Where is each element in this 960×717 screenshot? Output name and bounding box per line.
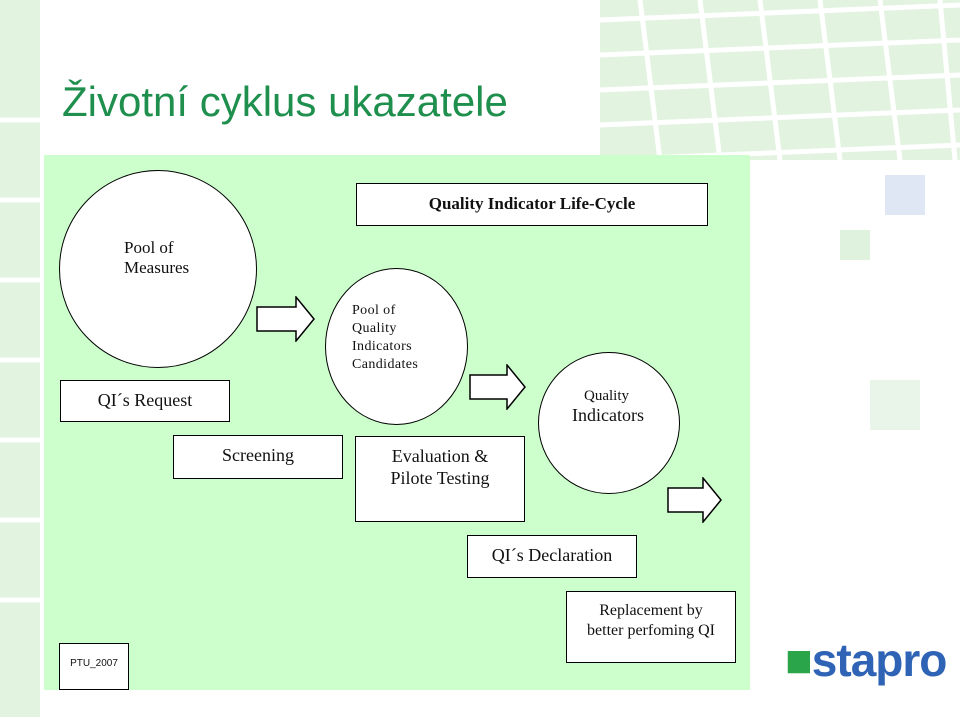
pool-of-measures-circle: [59, 170, 257, 368]
slide-title: Životní cyklus ukazatele: [62, 78, 508, 125]
candidates-circle: [325, 268, 468, 425]
logo-mark-icon: ■: [785, 634, 813, 686]
diagram-header: Quality Indicator Life-Cycle: [356, 183, 708, 226]
pool-of-measures-label: Pool of Measures: [124, 238, 190, 278]
arrow-3-icon: [667, 477, 722, 523]
evaluation-box: Evaluation & Pilote Testing: [355, 436, 525, 522]
footer-code: PTU_2007: [59, 643, 129, 690]
qis-request-box: QI´s Request: [60, 380, 230, 422]
replacement-box: Replacement by better perfoming QI: [566, 591, 736, 663]
quality-indicators-small-label: Quality: [584, 388, 629, 404]
stapro-logo: ■stapro: [785, 634, 948, 686]
logo-text: stapro: [811, 634, 948, 686]
arrow-2-icon: [469, 364, 526, 410]
candidates-label: Pool of Quality Indicators Candidates: [352, 303, 419, 372]
screening-box: Screening: [173, 435, 343, 479]
qis-declaration-box: QI´s Declaration: [467, 535, 637, 578]
quality-indicators-circle: [538, 352, 680, 494]
quality-indicators-large-label: Indicators: [572, 405, 644, 425]
arrow-1-icon: [256, 296, 315, 342]
